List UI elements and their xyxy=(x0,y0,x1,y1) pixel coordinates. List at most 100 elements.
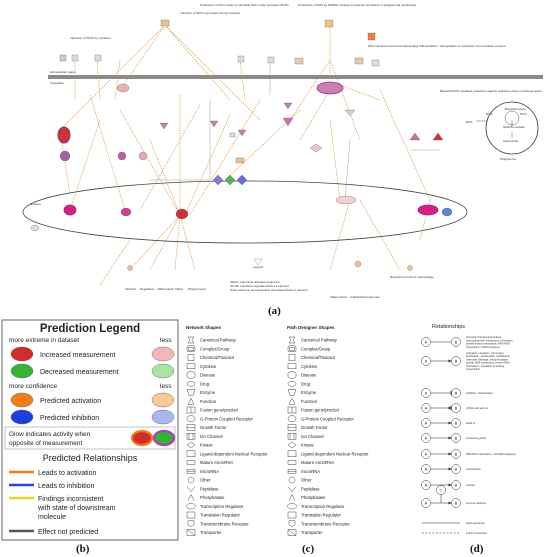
network-shape-icon xyxy=(186,460,196,465)
path-designer-row: Canonical Pathway xyxy=(288,336,338,344)
rel-activation-label: Leads to activation xyxy=(38,470,96,477)
path-designer-row: Peptidase xyxy=(287,486,320,493)
path-designer-shape-icon xyxy=(288,397,296,405)
network-row: Kinase xyxy=(186,441,213,449)
network-shape-icon xyxy=(186,511,196,519)
path-designer-row: Transmembrane Receptor xyxy=(288,520,350,527)
path-designer-row: Phosphatase xyxy=(288,493,326,501)
path-designer-shape-label: Phosphatase xyxy=(301,495,326,500)
node-b-label: B xyxy=(455,406,458,411)
path-designer-shape-label: Drug xyxy=(301,381,311,386)
node-b-label: B xyxy=(455,340,458,345)
network-row: Fusion gene/product xyxy=(186,406,239,414)
path-designer-row: Drug xyxy=(287,381,311,387)
nucleus-outline xyxy=(22,180,468,244)
phagosome-node-3: NOS xyxy=(520,112,527,116)
network-shape-label: Chemical/Toxicant xyxy=(200,355,235,360)
node-a-label: A xyxy=(425,467,428,472)
network-row: Other xyxy=(187,476,211,484)
glow-green-swatch xyxy=(152,429,176,447)
rel-not-predicted-label: Effect not predicted xyxy=(38,529,98,536)
pathway-legend-title: Legend xyxy=(253,265,263,269)
note-nos-production: Production of Nitric oxide by inducible … xyxy=(200,3,289,7)
path-designer-shape-icon xyxy=(287,511,297,519)
relationship-label: leads to xyxy=(466,421,476,425)
path-designer-row: Disease xyxy=(287,371,317,379)
network-row: microRNA xyxy=(186,469,219,474)
node-a xyxy=(421,418,431,428)
node-a xyxy=(421,356,431,366)
path-designer-row: microRNA xyxy=(287,469,320,474)
network-shape-icon xyxy=(187,397,195,405)
path-designer-shape-label: Ion Channel xyxy=(301,434,324,439)
node-a xyxy=(421,449,431,459)
relationship-label: enzyme catalysis xyxy=(466,501,486,505)
path-designer-shape-icon xyxy=(287,424,297,431)
node-a-label: A xyxy=(425,340,428,345)
rel-inconsistent-line-2: with state of downstream xyxy=(37,505,116,512)
extreme-header: more extreme in dataset xyxy=(9,337,79,344)
path-designer-row: Ligand-dependent Nuclear Receptor xyxy=(287,450,369,457)
path-designer-shape-label: Fusion gene/product xyxy=(301,408,340,413)
path-designer-shape-icon xyxy=(288,476,296,484)
network-row: Chemical/Toxicant xyxy=(187,354,235,361)
path-designer-shape-label: Chemical/Toxicant xyxy=(301,355,336,360)
network-row: Transmembrane Receptor xyxy=(187,520,249,527)
network-shape-label: G-Protein Coupled Receptor xyxy=(200,416,253,421)
node-c-label: C xyxy=(440,488,443,493)
shapes-panel: Network Shapes Path Designer Shapes Cano… xyxy=(186,325,369,555)
network-shapes-title: Network Shapes xyxy=(186,325,222,330)
relationship-label: translocation xyxy=(466,467,481,471)
node-a xyxy=(421,498,431,508)
network-row: Phosphatase xyxy=(187,493,225,501)
node-b xyxy=(451,388,461,398)
outcome-8: Respiratory burst of macrophage xyxy=(390,275,434,279)
node-a xyxy=(421,403,431,413)
pathway-legend-line-2: NF-κB: Interferon-regulated factor 1 ele… xyxy=(230,284,289,288)
relationship-label: inhibits and acts on xyxy=(466,406,489,410)
network-shape-icon xyxy=(186,503,196,510)
path-designer-shape-icon xyxy=(287,529,297,536)
outcome-4: Killing xyxy=(175,287,183,291)
prediction-legend-title: Prediction Legend xyxy=(40,323,140,335)
inhibition-swatch xyxy=(10,409,34,425)
relationship-row: direct interaction xyxy=(422,521,486,525)
note-inos-cytokines: Induction of iNOS by cytokines xyxy=(70,36,111,40)
node-b-label: B xyxy=(455,501,458,506)
path-designer-title: Path Designer Shapes xyxy=(287,325,335,330)
network-shape-label: Transmembrane Receptor xyxy=(200,521,249,526)
relationship-label: reaction xyxy=(466,483,476,487)
pathway-legend-line-3: GAF1 element: Hematopoietic associated f… xyxy=(230,288,308,292)
path-designer-shape-icon xyxy=(287,363,297,369)
path-designer-shape-label: microRNA xyxy=(301,469,320,474)
path-designer-shape-icon xyxy=(288,336,296,344)
relationships-panel-title: Relationships xyxy=(432,324,465,330)
relationship-label: direct interaction xyxy=(466,521,486,525)
panel-label-d: (d) xyxy=(470,543,484,555)
increased-swatch xyxy=(10,346,34,362)
path-designer-shape-icon xyxy=(287,433,297,440)
path-designer-row: Fusion gene/product xyxy=(287,406,340,414)
node-b-label: B xyxy=(455,391,458,396)
prediction-legend-panel: Prediction Legend more extreme in datase… xyxy=(1,319,179,555)
network-shape-icon xyxy=(186,529,196,536)
network-shape-icon xyxy=(186,406,196,414)
node-a-label: A xyxy=(425,483,428,488)
network-row: Transporter xyxy=(186,529,222,536)
node-a-label: A xyxy=(425,501,428,506)
rel-inconsistent-line-3: molecule xyxy=(38,514,66,521)
activation-less-swatch xyxy=(151,392,175,408)
network-shape-icon xyxy=(186,469,196,474)
outcome-6: Inflammation xyxy=(330,295,348,299)
path-designer-row: Function xyxy=(288,397,318,405)
panel-label-c: (c) xyxy=(302,543,315,555)
path-designer-shape-icon xyxy=(287,486,297,493)
inhibition-less-swatch xyxy=(151,409,175,425)
path-designer-shape-label: Transcription Regulator xyxy=(301,504,345,509)
network-shape-icon xyxy=(187,520,195,527)
inhibition-label: Predicted inhibition xyxy=(40,415,99,422)
phagosome-edges xyxy=(476,120,513,138)
outcome-7: Antibacterial response xyxy=(350,295,380,299)
network-shape-icon xyxy=(186,381,196,387)
